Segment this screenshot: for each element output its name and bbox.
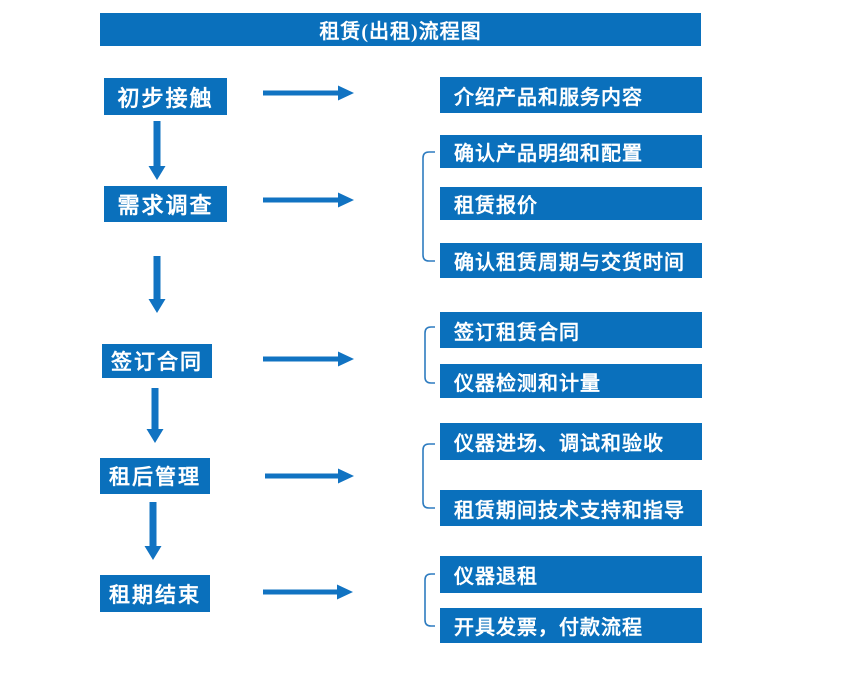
right-arrow-step5 [263,584,353,600]
step-box-initial-contact: 初步接触 [104,78,227,115]
output-box-sign-rental-contract: 签订租赁合同 [440,312,702,348]
right-arrow-step2 [263,192,354,208]
down-arrow-step4-step5 [144,502,162,560]
down-arrow-step2-step3 [148,256,166,313]
step-box-post-rental-management: 租后管理 [100,458,210,494]
right-arrow-step3 [263,351,354,367]
output-box-confirm-period-delivery: 确认租赁周期与交货时间 [440,243,702,278]
step-box-rental-end: 租期结束 [100,575,210,612]
bracket-step4-outputs [422,443,435,509]
output-box-instrument-return: 仪器退租 [440,556,702,593]
output-box-instrument-testing: 仪器检测和计量 [440,364,702,398]
output-box-rental-quotation: 租赁报价 [440,187,702,220]
down-arrow-step1-step2 [148,121,166,180]
step-box-demand-survey: 需求调查 [104,186,227,222]
diagram-title: 租赁(出租)流程图 [100,13,701,46]
right-arrow-step4 [265,468,354,484]
bracket-step3-outputs [424,326,435,384]
right-arrow-step1 [263,85,354,101]
bracket-step5-outputs [424,573,435,627]
output-box-introduce-products: 介绍产品和服务内容 [440,77,702,113]
output-box-confirm-product-details: 确认产品明细和配置 [440,135,702,168]
output-box-technical-support: 租赁期间技术支持和指导 [440,490,702,526]
output-box-instrument-setup-acceptance: 仪器进场、调试和验收 [440,423,702,460]
output-box-invoice-payment: 开具发票，付款流程 [440,608,702,643]
step-box-sign-contract: 签订合同 [102,344,212,378]
bracket-step2-outputs [422,151,435,262]
down-arrow-step3-step4 [146,388,164,443]
